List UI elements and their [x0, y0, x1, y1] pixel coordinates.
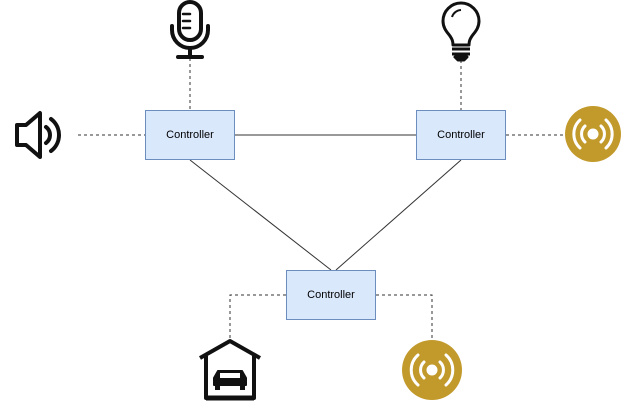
controller-label: Controller [307, 289, 355, 301]
link-controller-1-3 [189, 159, 332, 271]
controller-label: Controller [166, 129, 214, 141]
link-garage [229, 294, 286, 342]
controller-bottom[interactable]: Controller [286, 270, 376, 320]
garage-icon [199, 339, 261, 401]
link-controller-2-3 [335, 159, 462, 271]
controller-top-right[interactable]: Controller [416, 110, 506, 160]
wireless-sensor-icon [565, 106, 621, 162]
speaker-icon [15, 111, 61, 159]
controller-top-left[interactable]: Controller [145, 110, 235, 160]
controller-label: Controller [437, 129, 485, 141]
microphone-icon [170, 0, 210, 59]
light-bulb-icon [441, 1, 481, 62]
link-sensor-bottom [376, 294, 433, 342]
wireless-sensor-icon [402, 340, 462, 400]
